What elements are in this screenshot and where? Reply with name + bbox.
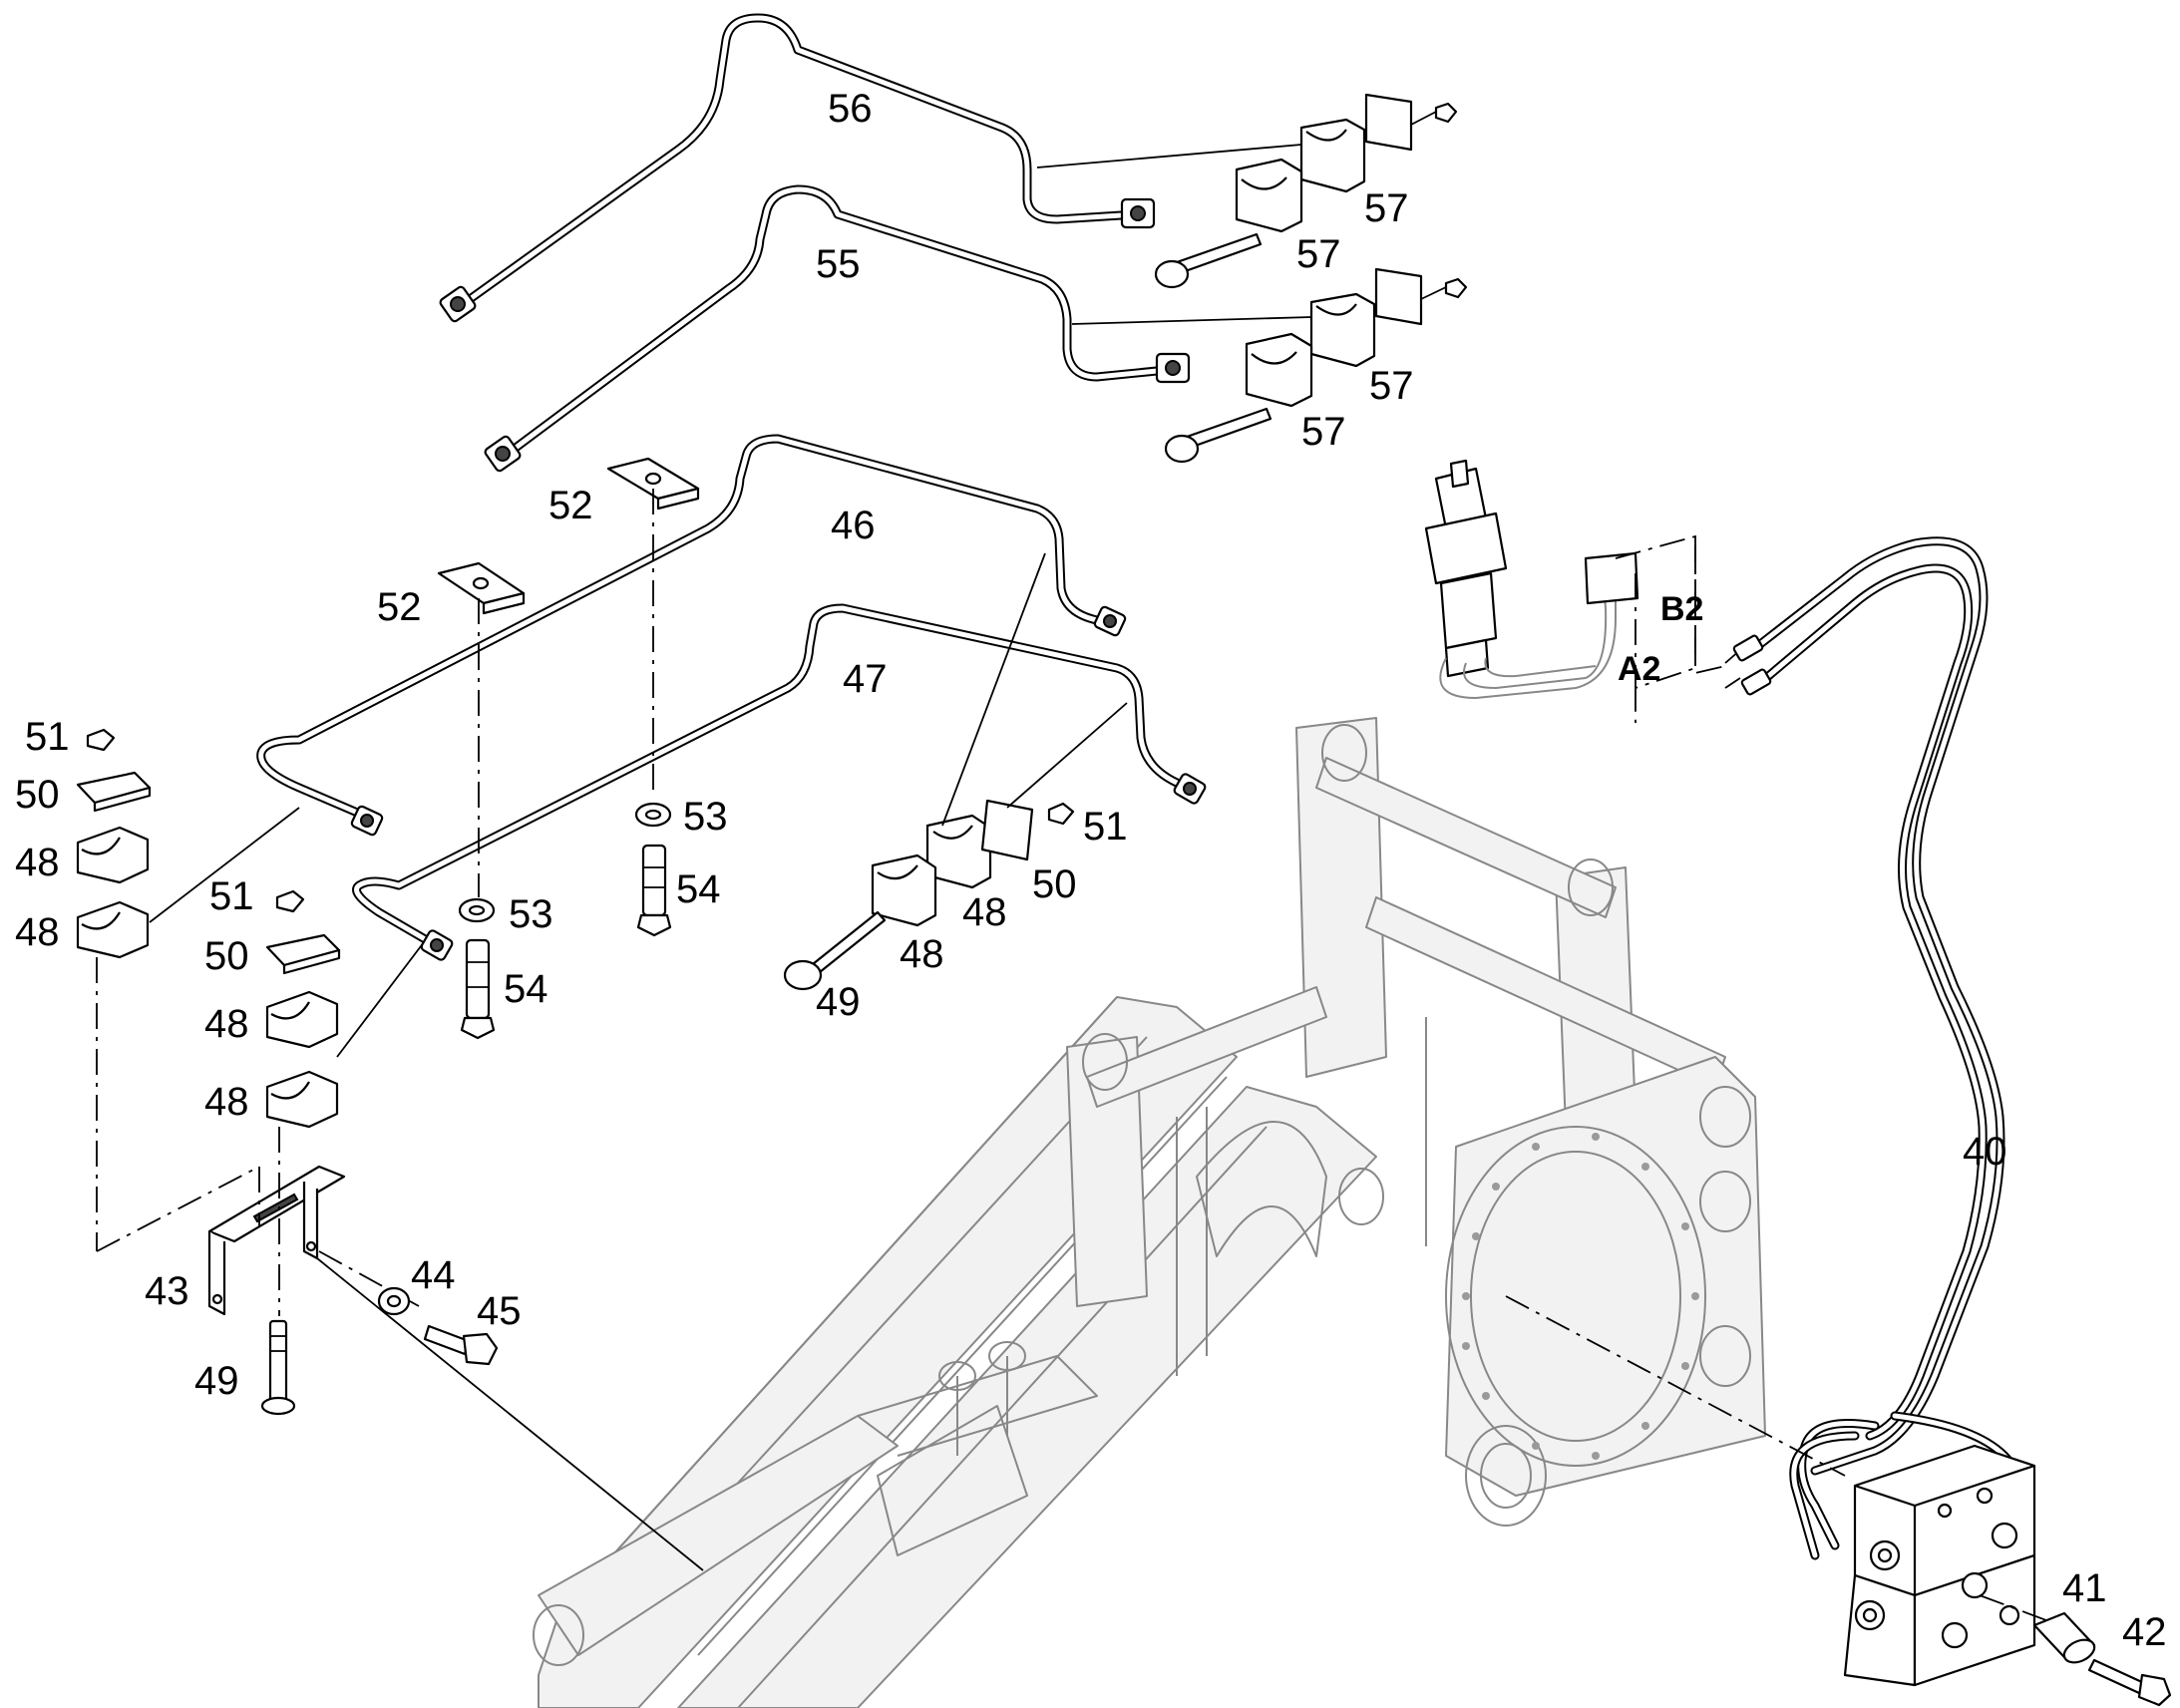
callout-45: 45 (477, 1289, 522, 1333)
valve-block (1505, 1295, 2055, 1687)
callout-55: 55 (816, 242, 861, 286)
nut-57-upper (1434, 102, 1458, 124)
clamp-stack-middle (265, 889, 425, 1129)
bolt-42 (2087, 1658, 2172, 1707)
nut-51-right (1047, 802, 1075, 826)
callout-57-c: 57 (1369, 364, 1414, 408)
tube-47 (352, 603, 1207, 961)
callout-56: 56 (828, 87, 873, 131)
callout-51-b: 51 (209, 874, 254, 918)
clamp-set-57-lower (1071, 267, 1468, 464)
tube-56 (439, 13, 1156, 323)
tube-56-fitting-right (1120, 197, 1156, 229)
nut-57-lower (1444, 277, 1468, 299)
tube-55-fitting-left (484, 435, 522, 473)
callout-51-c: 51 (1083, 805, 1128, 849)
port-label-A2: A2 (1618, 650, 1660, 688)
hose-40-fitting-B2 (1732, 634, 1764, 662)
callout-57-b: 57 (1296, 232, 1341, 276)
tube-47-fitting-left (420, 929, 454, 961)
nut-51-middle (275, 889, 305, 913)
hose-40-fitting-A2 (1740, 668, 1772, 696)
callout-52-a: 52 (548, 484, 593, 527)
tube-55-fitting-right (1155, 352, 1191, 384)
washer-53-right (634, 802, 672, 828)
callout-46: 46 (831, 504, 876, 547)
callout-53-a: 53 (683, 795, 728, 839)
callout-57-d: 57 (1301, 410, 1346, 454)
callout-49-a: 49 (816, 980, 861, 1024)
bracket-43 (96, 1127, 704, 1571)
callout-47: 47 (843, 657, 888, 701)
spacer-41 (2032, 1611, 2096, 1664)
callout-48-e: 48 (962, 890, 1007, 934)
clamp-set-57-upper (1036, 93, 1458, 289)
callout-48-a: 48 (15, 841, 60, 884)
tube-46 (256, 434, 1127, 837)
bolt-45 (423, 1324, 499, 1366)
spacer-54-left (460, 938, 496, 1040)
callout-48-c: 48 (204, 1002, 249, 1046)
tube-56-fitting-left (439, 285, 477, 323)
callout-44: 44 (411, 1253, 456, 1297)
callout-48-f: 48 (900, 932, 944, 976)
clamp-set-right (783, 552, 1128, 991)
callout-labels: 56 55 57 57 57 57 52 52 46 47 51 50 48 4… (15, 87, 2167, 1654)
callout-43: 43 (145, 1269, 189, 1313)
frame-bolt-holes (1462, 1133, 1699, 1460)
callout-54-a: 54 (676, 867, 721, 911)
washer-44 (377, 1286, 411, 1316)
washer-53-left (458, 897, 496, 923)
callout-48-d: 48 (204, 1080, 249, 1124)
hose-40 (1732, 536, 2025, 1560)
tube-55 (484, 184, 1191, 473)
joystick-control (1424, 459, 1639, 699)
bolt-49-lower (260, 1319, 296, 1416)
callout-53-b: 53 (509, 892, 553, 936)
callout-49-b: 49 (194, 1359, 239, 1403)
callout-50-a: 50 (15, 773, 60, 817)
callout-51-a: 51 (25, 715, 70, 759)
callout-50-b: 50 (204, 934, 249, 978)
tube-46-fitting-right (1093, 605, 1127, 637)
clamp-stack-left (76, 728, 300, 1251)
tube-47-fitting-right (1173, 773, 1207, 805)
nut-51-left (86, 728, 116, 752)
callout-41: 41 (2062, 1566, 2107, 1610)
callout-52-b: 52 (377, 585, 422, 629)
callout-57-a: 57 (1364, 186, 1409, 230)
plate-52-left (437, 561, 526, 615)
plate-52-right (606, 457, 700, 511)
port-label-B2: B2 (1660, 590, 1703, 628)
callout-54-b: 54 (504, 967, 548, 1011)
tractor-frame (533, 717, 1766, 1708)
tube-46-fitting-left (350, 805, 384, 837)
callout-40: 40 (1963, 1130, 2007, 1174)
spacer-54-right (636, 844, 672, 937)
callout-50-c: 50 (1032, 862, 1077, 906)
callout-42: 42 (2122, 1610, 2167, 1654)
callout-48-b: 48 (15, 910, 60, 954)
